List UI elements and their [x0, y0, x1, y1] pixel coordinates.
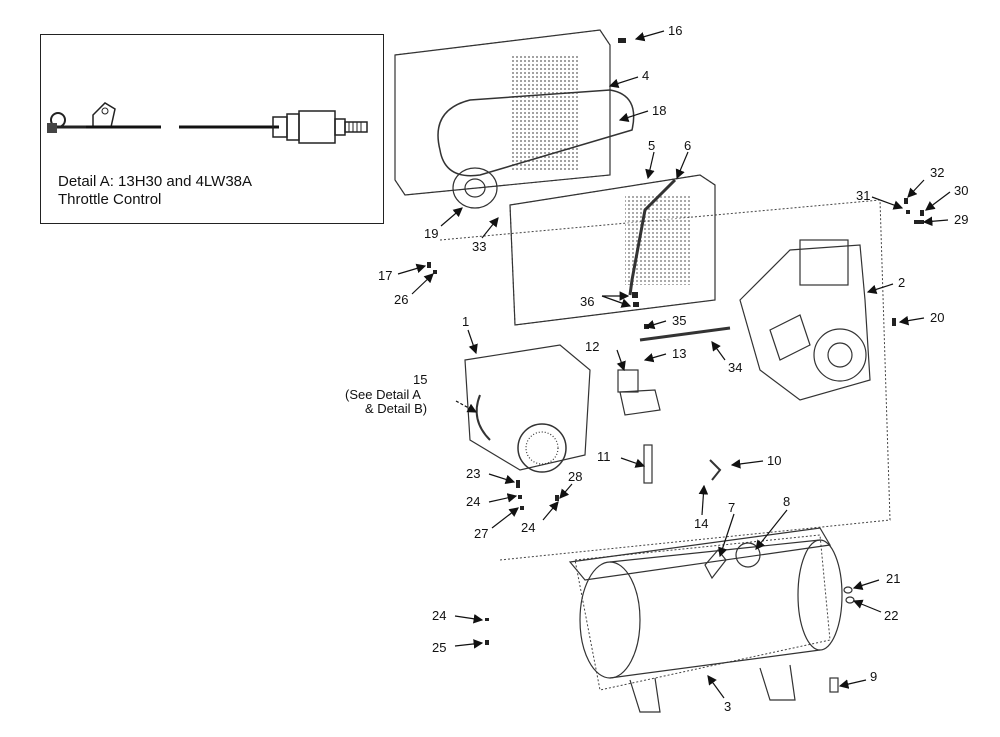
part-label-18: 18	[652, 103, 666, 118]
part-label-15: 15	[413, 372, 427, 387]
part-label-26: 26	[394, 292, 408, 307]
see-detail-line1: (See Detail A	[345, 387, 421, 402]
belt-guard-vent-2	[625, 195, 690, 285]
belt-guard-part-5	[509, 174, 716, 326]
part-label-24a: 24	[466, 494, 480, 509]
part-label-7: 7	[728, 500, 735, 515]
part-label-9: 9	[870, 669, 877, 684]
pulley-part-19	[452, 167, 498, 209]
part-label-28: 28	[568, 469, 582, 484]
part-label-11: 11	[597, 449, 611, 464]
part-label-21: 21	[886, 571, 900, 586]
part-label-35: 35	[672, 313, 686, 328]
part-label-34: 34	[728, 360, 742, 375]
tank-outline	[574, 534, 831, 691]
compressor-pump-part-2	[739, 244, 871, 401]
part-label-24b: 24	[521, 520, 535, 535]
part-label-29: 29	[954, 212, 968, 227]
part-label-6: 6	[684, 138, 691, 153]
part-number-labels: 16 4 18 5 6 19 33 17 26 36 35 2 20 31 32…	[345, 23, 968, 714]
part-label-31: 31	[856, 188, 870, 203]
part-label-5: 5	[648, 138, 655, 153]
part-label-30: 30	[954, 183, 968, 198]
detail-a-caption-line2: Throttle Control	[58, 191, 162, 208]
part-label-20: 20	[930, 310, 944, 325]
part-label-24c: 24	[432, 608, 446, 623]
detail-a-inset: Detail A: 13H30 and 4LW38A Throttle Cont…	[40, 34, 384, 224]
part-label-4: 4	[642, 68, 649, 83]
see-detail-line2: & Detail B)	[365, 401, 427, 416]
part-label-32: 32	[930, 165, 944, 180]
part-label-2: 2	[898, 275, 905, 290]
part-label-17: 17	[378, 268, 392, 283]
part-label-16: 16	[668, 23, 682, 38]
part-label-13: 13	[672, 346, 686, 361]
part-label-10: 10	[767, 453, 781, 468]
throttle-control-drawing	[47, 102, 368, 144]
part-label-27: 27	[474, 526, 488, 541]
part-label-23: 23	[466, 466, 480, 481]
part-label-19: 19	[424, 226, 438, 241]
leader-arrows	[397, 30, 951, 699]
part-label-12: 12	[585, 339, 599, 354]
part-label-14: 14	[694, 516, 708, 531]
part-label-25: 25	[432, 640, 446, 655]
detail-a-caption-line1: Detail A: 13H30 and 4LW38A	[58, 173, 253, 190]
belt-part-18	[437, 89, 635, 177]
engine-part-1	[464, 344, 591, 471]
belt-guard-part-4	[394, 29, 611, 196]
part-label-33: 33	[472, 239, 486, 254]
tube-part-6	[628, 178, 677, 296]
part-label-8: 8	[783, 494, 790, 509]
part-label-1: 1	[462, 314, 469, 329]
part-label-22: 22	[884, 608, 898, 623]
belt-guard-vent	[510, 55, 580, 170]
part-label-3: 3	[724, 699, 731, 714]
part-label-36: 36	[580, 294, 594, 309]
